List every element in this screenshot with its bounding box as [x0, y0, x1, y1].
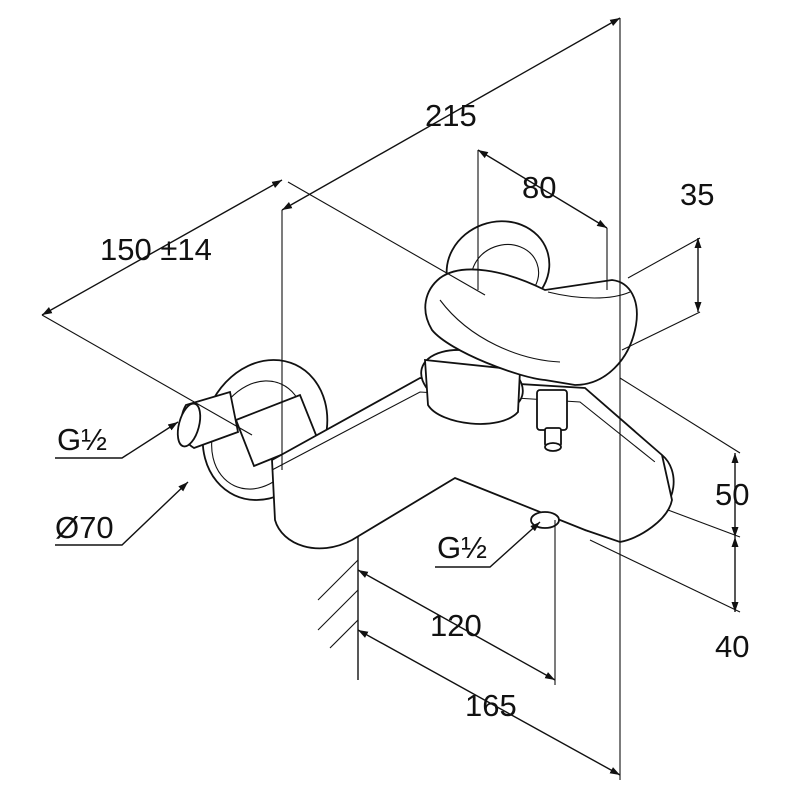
dim-150: 150 ±14 [100, 232, 212, 267]
dim-g-left: G½ [57, 422, 107, 457]
dim-120: 120 [430, 608, 482, 643]
leader-lines [55, 421, 541, 568]
dim-50: 50 [715, 477, 749, 512]
dim-35: 35 [680, 177, 714, 212]
mixer-body [176, 220, 675, 550]
dim-165: 165 [465, 688, 517, 723]
dim-80: 80 [522, 170, 556, 205]
dim-40: 40 [715, 629, 749, 664]
dimension-labels: 215 80 35 150 ±14 G½ Ø70 50 G½ 120 40 16… [55, 98, 749, 723]
dim-70: Ø70 [55, 510, 114, 545]
dim-215: 215 [425, 98, 477, 133]
dimension-lines [41, 17, 739, 776]
dim-g-bottom: G½ [437, 530, 487, 565]
